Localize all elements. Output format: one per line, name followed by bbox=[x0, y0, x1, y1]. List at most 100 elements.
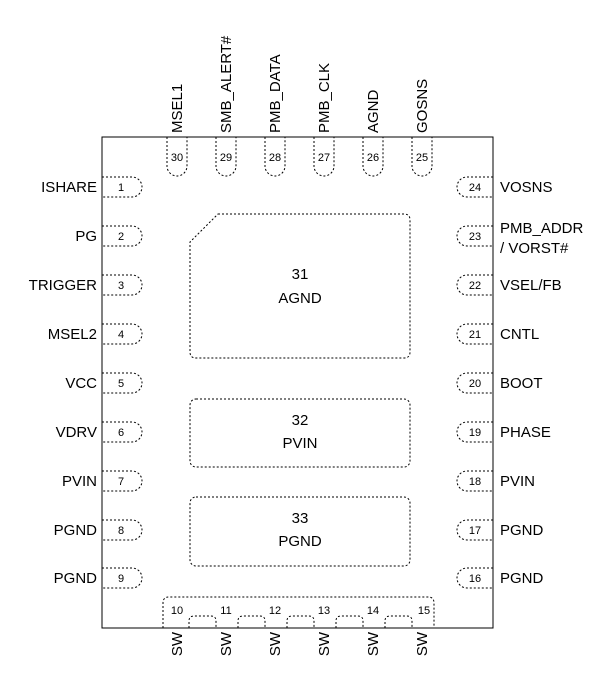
pin-number: 8 bbox=[118, 525, 124, 537]
pad-33-outline bbox=[189, 496, 411, 567]
pin-label: MSEL1 bbox=[169, 84, 186, 133]
pin-number: 7 bbox=[118, 476, 124, 488]
top-pin-25: 25 GOSNS bbox=[411, 79, 433, 177]
pin-label: SW bbox=[169, 631, 186, 656]
pin-number: 10 bbox=[171, 605, 183, 617]
pin-number: 27 bbox=[318, 152, 330, 164]
pin-number: 6 bbox=[118, 427, 124, 439]
pin-number: 30 bbox=[171, 152, 183, 164]
pin-number: 24 bbox=[469, 182, 481, 194]
left-pin-1: 1 ISHARE bbox=[41, 176, 143, 198]
pin-label-line2: / VORST# bbox=[500, 240, 569, 257]
pin-label: MSEL2 bbox=[48, 326, 97, 343]
pin-number: 23 bbox=[469, 231, 481, 243]
pin-number: 14 bbox=[367, 605, 379, 617]
pad-33-name: PGND bbox=[278, 533, 322, 550]
package-outline bbox=[101, 136, 494, 629]
right-pin-17: 17 PGND bbox=[456, 519, 544, 541]
top-pin-26: 26 AGND bbox=[362, 89, 384, 177]
pin-number: 5 bbox=[118, 378, 124, 390]
pin-label: VCC bbox=[65, 375, 97, 392]
pin-label: SMB_ALERT# bbox=[218, 35, 235, 133]
pad-32-number: 32 bbox=[292, 412, 309, 429]
pin-number: 19 bbox=[469, 427, 481, 439]
top-pin-27: 27 PMB_CLK bbox=[313, 63, 335, 177]
right-pin-21: 21 CNTL bbox=[456, 323, 539, 345]
left-pin-8: 8 PGND bbox=[54, 519, 143, 541]
pad-31-number: 31 bbox=[292, 266, 309, 283]
sw-pad-outline bbox=[162, 596, 435, 628]
pin-number: 15 bbox=[418, 605, 430, 617]
pad-32-name: PVIN bbox=[282, 435, 317, 452]
pad-31-name: AGND bbox=[278, 290, 322, 307]
bottom-pin-14: 14 SW bbox=[365, 605, 382, 656]
pin-label: AGND bbox=[365, 89, 382, 133]
pin-label: GOSNS bbox=[414, 79, 431, 133]
pin-number: 11 bbox=[220, 605, 231, 617]
pin-label: PHASE bbox=[500, 424, 551, 441]
left-pin-3: 3 TRIGGER bbox=[29, 274, 143, 296]
pin-label: VOSNS bbox=[500, 179, 553, 196]
pin-label: VSEL/FB bbox=[500, 277, 562, 294]
pin-number: 22 bbox=[469, 280, 481, 292]
pin-number: 12 bbox=[269, 605, 281, 617]
pad-31-outline bbox=[189, 213, 411, 359]
left-pin-4: 4 MSEL2 bbox=[48, 323, 143, 345]
pin-number: 1 bbox=[118, 182, 124, 194]
right-pin-16: 16 PGND bbox=[456, 567, 544, 589]
top-pin-29: 29 SMB_ALERT# bbox=[215, 35, 237, 177]
right-pin-19: 19 PHASE bbox=[456, 421, 551, 443]
pin-label: PMB_CLK bbox=[316, 63, 333, 133]
pin-number: 17 bbox=[469, 525, 481, 537]
pin-label: PGND bbox=[500, 570, 544, 587]
pin-label: VDRV bbox=[56, 424, 97, 441]
pin-label: SW bbox=[316, 631, 333, 656]
bottom-pin-11: 11 SW bbox=[218, 605, 235, 656]
pin-label: SW bbox=[218, 631, 235, 656]
pin-number: 18 bbox=[469, 476, 481, 488]
pin-number: 28 bbox=[269, 152, 281, 164]
pin-number: 25 bbox=[416, 152, 428, 164]
pin-number: 4 bbox=[118, 329, 124, 341]
right-pin-20: 20 BOOT bbox=[456, 372, 543, 394]
pin-label: ISHARE bbox=[41, 179, 97, 196]
pin-label: PGND bbox=[54, 570, 98, 587]
pin-number: 26 bbox=[367, 152, 379, 164]
pin-label: PVIN bbox=[500, 473, 535, 490]
pin-number: 20 bbox=[469, 378, 481, 390]
right-pin-18: 18 PVIN bbox=[456, 470, 535, 492]
right-pin-23: 23 PMB_ADDR / VORST# bbox=[456, 220, 584, 257]
pin-number: 9 bbox=[118, 573, 124, 585]
pin-label: BOOT bbox=[500, 375, 543, 392]
pin-label: PG bbox=[75, 228, 97, 245]
right-pin-22: 22 VSEL/FB bbox=[456, 274, 562, 296]
bottom-pin-10: 10 SW bbox=[169, 605, 186, 656]
pin-number: 21 bbox=[469, 329, 481, 341]
left-pin-9: 9 PGND bbox=[54, 567, 143, 589]
pin-number: 29 bbox=[220, 152, 232, 164]
pad-32-outline bbox=[189, 398, 411, 468]
right-pin-24: 24 VOSNS bbox=[456, 176, 553, 198]
pin-number: 3 bbox=[118, 280, 124, 292]
pin-label: PVIN bbox=[62, 473, 97, 490]
pin-label: SW bbox=[267, 631, 284, 656]
top-pin-28: 28 PMB_DATA bbox=[264, 54, 286, 177]
pin-label: CNTL bbox=[500, 326, 539, 343]
pin-label: SW bbox=[365, 631, 382, 656]
top-pin-30: 30 MSEL1 bbox=[166, 84, 188, 177]
pin-label: PMB_ADDR bbox=[500, 220, 584, 237]
pin-number: 16 bbox=[469, 573, 481, 585]
pin-label: PMB_DATA bbox=[267, 54, 284, 133]
pad-33-number: 33 bbox=[292, 510, 309, 527]
bottom-pin-12: 12 SW bbox=[267, 605, 284, 656]
pin-label: PGND bbox=[54, 522, 98, 539]
left-pin-2: 2 PG bbox=[75, 225, 143, 247]
bottom-pin-15: 15 SW bbox=[414, 605, 431, 656]
left-pin-7: 7 PVIN bbox=[62, 470, 143, 492]
pin-label: SW bbox=[414, 631, 431, 656]
left-pin-5: 5 VCC bbox=[65, 372, 143, 394]
bottom-pin-13: 13 SW bbox=[316, 605, 333, 656]
pin-label: TRIGGER bbox=[29, 277, 98, 294]
left-pin-6: 6 VDRV bbox=[56, 421, 143, 443]
